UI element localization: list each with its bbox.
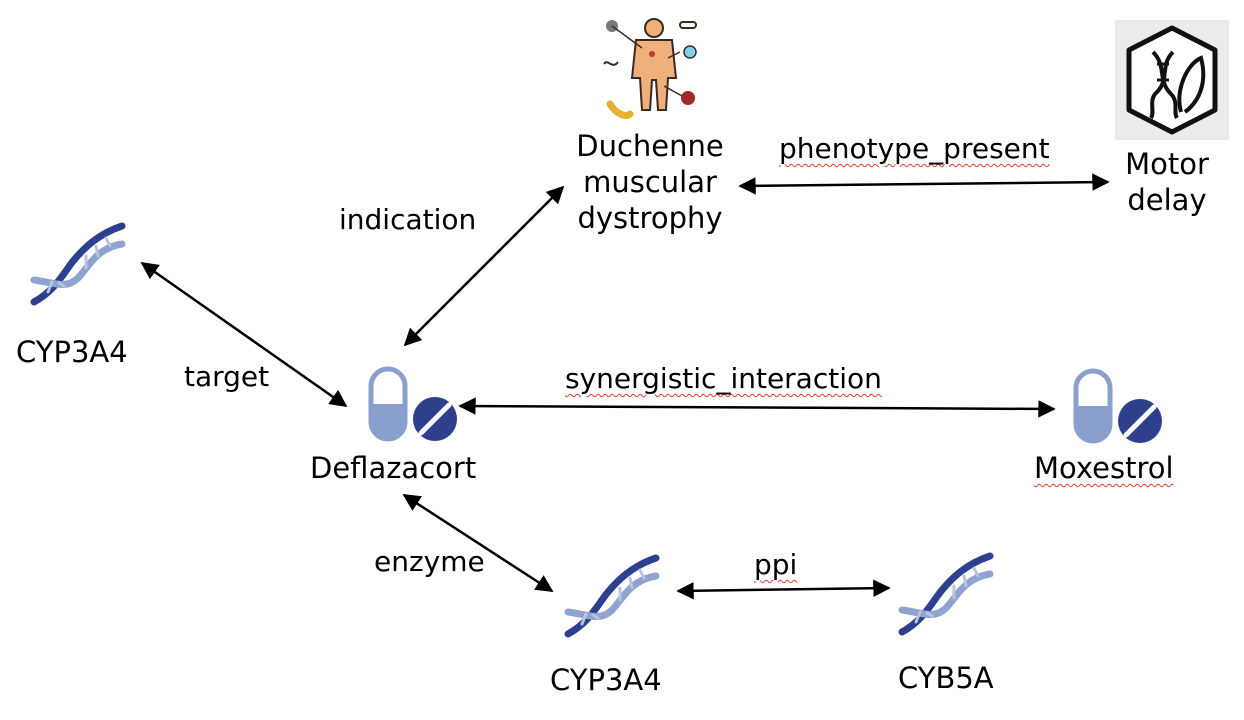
node-label-deflazacort: Deflazacort [310, 451, 477, 485]
edge-label-synergistic-interaction: synergistic_interaction [565, 362, 882, 395]
edge-label-ppi: ppi [754, 548, 798, 581]
node-label-line: Motor [1125, 147, 1209, 181]
edge-label-indication: indication [339, 203, 477, 236]
node-label-duchenne: Duchenne muscular dystrophy [560, 128, 740, 236]
edge-enzyme [402, 493, 554, 593]
node-label-line: delay [1127, 183, 1207, 217]
node-label-cyp3a4-enzyme: CYP3A4 [550, 663, 662, 697]
dna-icon [902, 556, 990, 632]
dna-leaf-phenotype-icon [1115, 20, 1229, 140]
pill-capsule-icon [1076, 371, 1162, 443]
human-body-disease-icon [603, 18, 697, 120]
node-label-line: Duchenne [576, 129, 724, 163]
edge-ppi [676, 579, 891, 600]
edge-label-target: target [184, 360, 270, 393]
edge-label-enzyme: enzyme [374, 545, 485, 578]
dna-icon [34, 226, 122, 302]
edge-label-phenotype-present: phenotype_present [779, 132, 1050, 165]
node-label-moxestrol: Moxestrol [1034, 451, 1174, 485]
edge-phenotype-present [738, 173, 1110, 195]
node-label-cyp3a4-target: CYP3A4 [16, 335, 128, 369]
dna-icon [568, 558, 656, 634]
node-label-line: muscular [583, 165, 717, 199]
pill-capsule-icon [371, 369, 457, 441]
edge-indication [403, 185, 565, 347]
edge-synergistic-interaction [458, 397, 1056, 418]
node-label-motor-delay: Motor delay [1112, 146, 1222, 218]
edge-target [140, 261, 348, 408]
node-label-line: dystrophy [577, 201, 723, 235]
node-label-cyb5a: CYB5A [898, 661, 994, 695]
